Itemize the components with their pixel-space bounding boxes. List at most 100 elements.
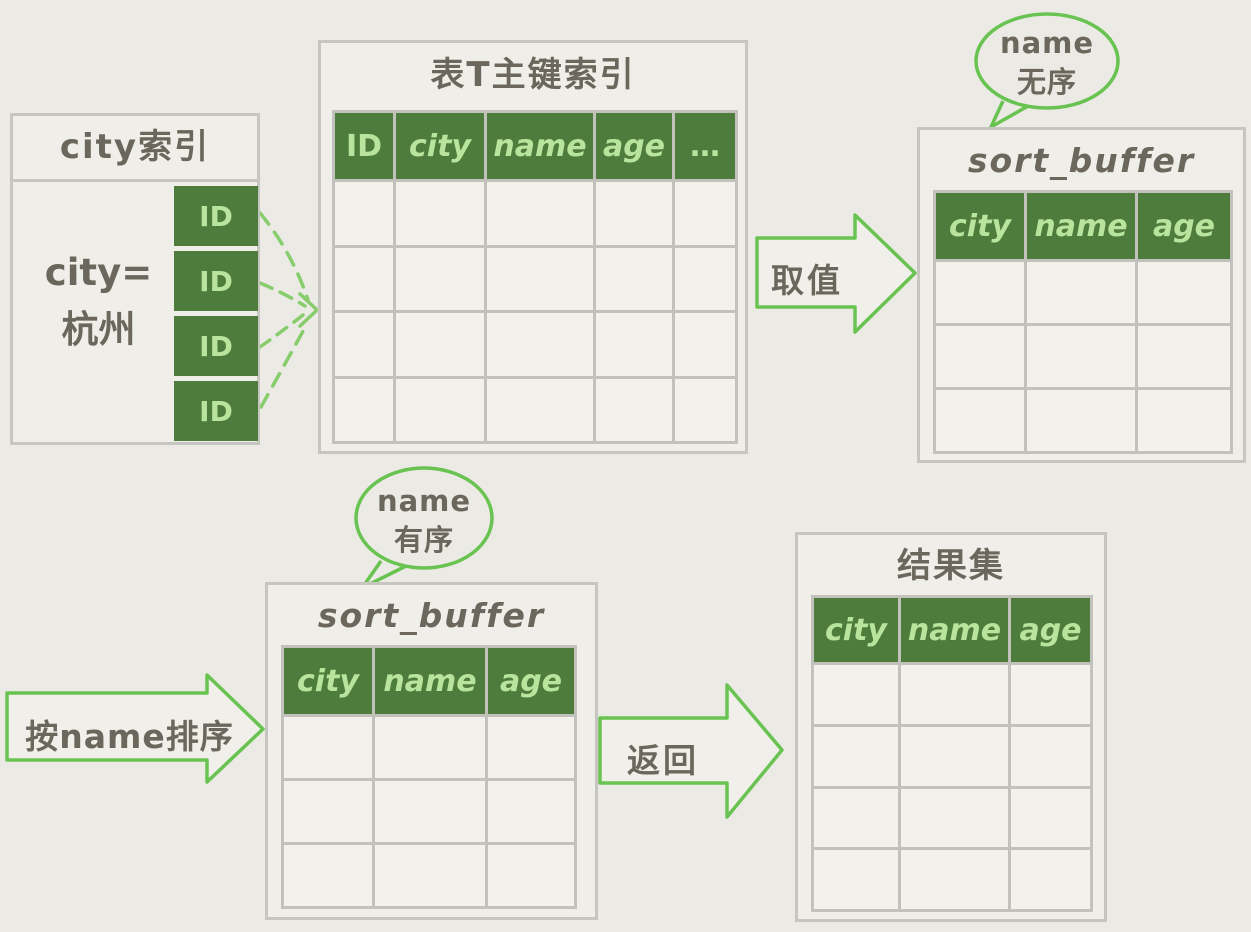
empty-cell bbox=[335, 378, 393, 441]
empty-cell bbox=[1027, 262, 1135, 323]
empty-cell bbox=[488, 781, 574, 842]
bubble-line2: 无序 bbox=[1016, 65, 1077, 100]
city-index-body: city= 杭州 ID ID ID ID bbox=[13, 182, 258, 445]
empty-cell bbox=[596, 247, 672, 310]
empty-cell bbox=[488, 717, 574, 778]
empty-cell bbox=[675, 378, 735, 441]
column-header-name: name bbox=[375, 648, 485, 714]
id-lookup-dashed-lines bbox=[258, 211, 318, 409]
column-header-city: city bbox=[284, 648, 372, 714]
bubble-line1: name bbox=[999, 26, 1095, 60]
id-cell: ID bbox=[174, 251, 258, 311]
result-set-table: 结果集 city name age bbox=[795, 532, 1107, 922]
empty-cell bbox=[1011, 850, 1090, 909]
empty-cell bbox=[901, 665, 1008, 724]
empty-cell bbox=[814, 850, 898, 909]
empty-cell bbox=[1011, 788, 1090, 848]
empty-cell bbox=[375, 717, 485, 778]
empty-cell bbox=[596, 313, 672, 376]
sort-buffer-bottom-title: sort_buffer bbox=[317, 596, 546, 635]
id-cell: ID bbox=[174, 381, 258, 441]
empty-cell bbox=[1138, 326, 1230, 387]
sort-buffer-top-table: sort_buffer city name age bbox=[917, 127, 1246, 463]
empty-cell bbox=[936, 262, 1024, 323]
empty-cell bbox=[675, 247, 735, 310]
city-condition-line2: 杭州 bbox=[61, 308, 136, 352]
city-condition-line1: city= bbox=[44, 251, 153, 294]
empty-cell bbox=[375, 845, 485, 906]
empty-cell bbox=[488, 845, 574, 906]
empty-cell bbox=[936, 326, 1024, 387]
empty-cell bbox=[814, 788, 898, 848]
empty-cell bbox=[396, 182, 484, 245]
bubble-line1: name bbox=[376, 484, 472, 518]
result-set-grid: city name age bbox=[811, 595, 1093, 912]
sort-buffer-bottom-table: sort_buffer city name age bbox=[265, 582, 598, 920]
sort-buffer-top-grid: city name age bbox=[933, 190, 1233, 454]
column-header-more: … bbox=[675, 113, 735, 179]
empty-cell bbox=[814, 726, 898, 786]
primary-key-table-title: 表T主键索引 bbox=[430, 55, 636, 95]
column-header-name: name bbox=[901, 598, 1008, 662]
return-arrow-label: 返回 bbox=[627, 741, 699, 780]
empty-cell bbox=[487, 378, 593, 441]
empty-cell bbox=[396, 378, 484, 441]
result-set-title: 结果集 bbox=[897, 546, 1005, 586]
column-header-id: ID bbox=[335, 113, 393, 179]
empty-cell bbox=[1011, 665, 1090, 724]
primary-key-grid: ID city name age … bbox=[332, 110, 738, 444]
empty-cell bbox=[1027, 326, 1135, 387]
return-arrow-icon bbox=[598, 683, 784, 819]
fetch-values-arrow-label: 取值 bbox=[771, 261, 843, 300]
primary-key-table: 表T主键索引 ID city name age … bbox=[318, 40, 748, 454]
empty-cell bbox=[396, 247, 484, 310]
fetch-values-arrow-icon bbox=[755, 213, 917, 334]
empty-cell bbox=[675, 182, 735, 245]
column-header-name: name bbox=[1027, 193, 1135, 259]
id-cell: ID bbox=[174, 186, 258, 246]
empty-cell bbox=[284, 781, 372, 842]
column-header-age: age bbox=[596, 113, 672, 179]
city-index-table: city索引 city= 杭州 ID ID ID ID bbox=[10, 113, 260, 445]
empty-cell bbox=[335, 247, 393, 310]
empty-cell bbox=[396, 313, 484, 376]
empty-cell bbox=[814, 665, 898, 724]
column-header-name: name bbox=[487, 113, 593, 179]
bubble-name-unordered-label: name 无序 bbox=[982, 24, 1112, 102]
sort-by-name-arrow-icon bbox=[5, 673, 265, 784]
empty-cell bbox=[284, 845, 372, 906]
column-header-age: age bbox=[1011, 598, 1090, 662]
sort-by-name-arrow-label: 按name排序 bbox=[25, 717, 234, 756]
empty-cell bbox=[335, 313, 393, 376]
column-header-city: city bbox=[936, 193, 1024, 259]
bubble-name-unordered-icon bbox=[974, 12, 1120, 129]
empty-cell bbox=[375, 781, 485, 842]
empty-cell bbox=[901, 788, 1008, 848]
empty-cell bbox=[284, 717, 372, 778]
id-cell: ID bbox=[174, 316, 258, 376]
empty-cell bbox=[901, 726, 1008, 786]
empty-cell bbox=[936, 390, 1024, 451]
empty-cell bbox=[1011, 726, 1090, 786]
column-header-age: age bbox=[1138, 193, 1230, 259]
empty-cell bbox=[487, 247, 593, 310]
empty-cell bbox=[596, 378, 672, 441]
empty-cell bbox=[487, 182, 593, 245]
bubble-line2: 有序 bbox=[393, 523, 454, 558]
city-index-id-column: ID ID ID ID bbox=[174, 186, 258, 441]
sort-buffer-top-title: sort_buffer bbox=[967, 141, 1196, 180]
lookup-arrowhead-icon bbox=[298, 292, 318, 311]
empty-cell bbox=[1027, 390, 1135, 451]
empty-cell bbox=[1138, 262, 1230, 323]
empty-cell bbox=[1138, 390, 1230, 451]
column-header-age: age bbox=[488, 648, 574, 714]
column-header-city: city bbox=[396, 113, 484, 179]
empty-cell bbox=[675, 313, 735, 376]
city-condition-text: city= 杭州 bbox=[21, 244, 176, 359]
sort-buffer-bottom-grid: city name age bbox=[281, 645, 577, 909]
bubble-name-ordered-label: name 有序 bbox=[359, 482, 489, 560]
empty-cell bbox=[335, 182, 393, 245]
city-index-title: city索引 bbox=[13, 116, 257, 182]
